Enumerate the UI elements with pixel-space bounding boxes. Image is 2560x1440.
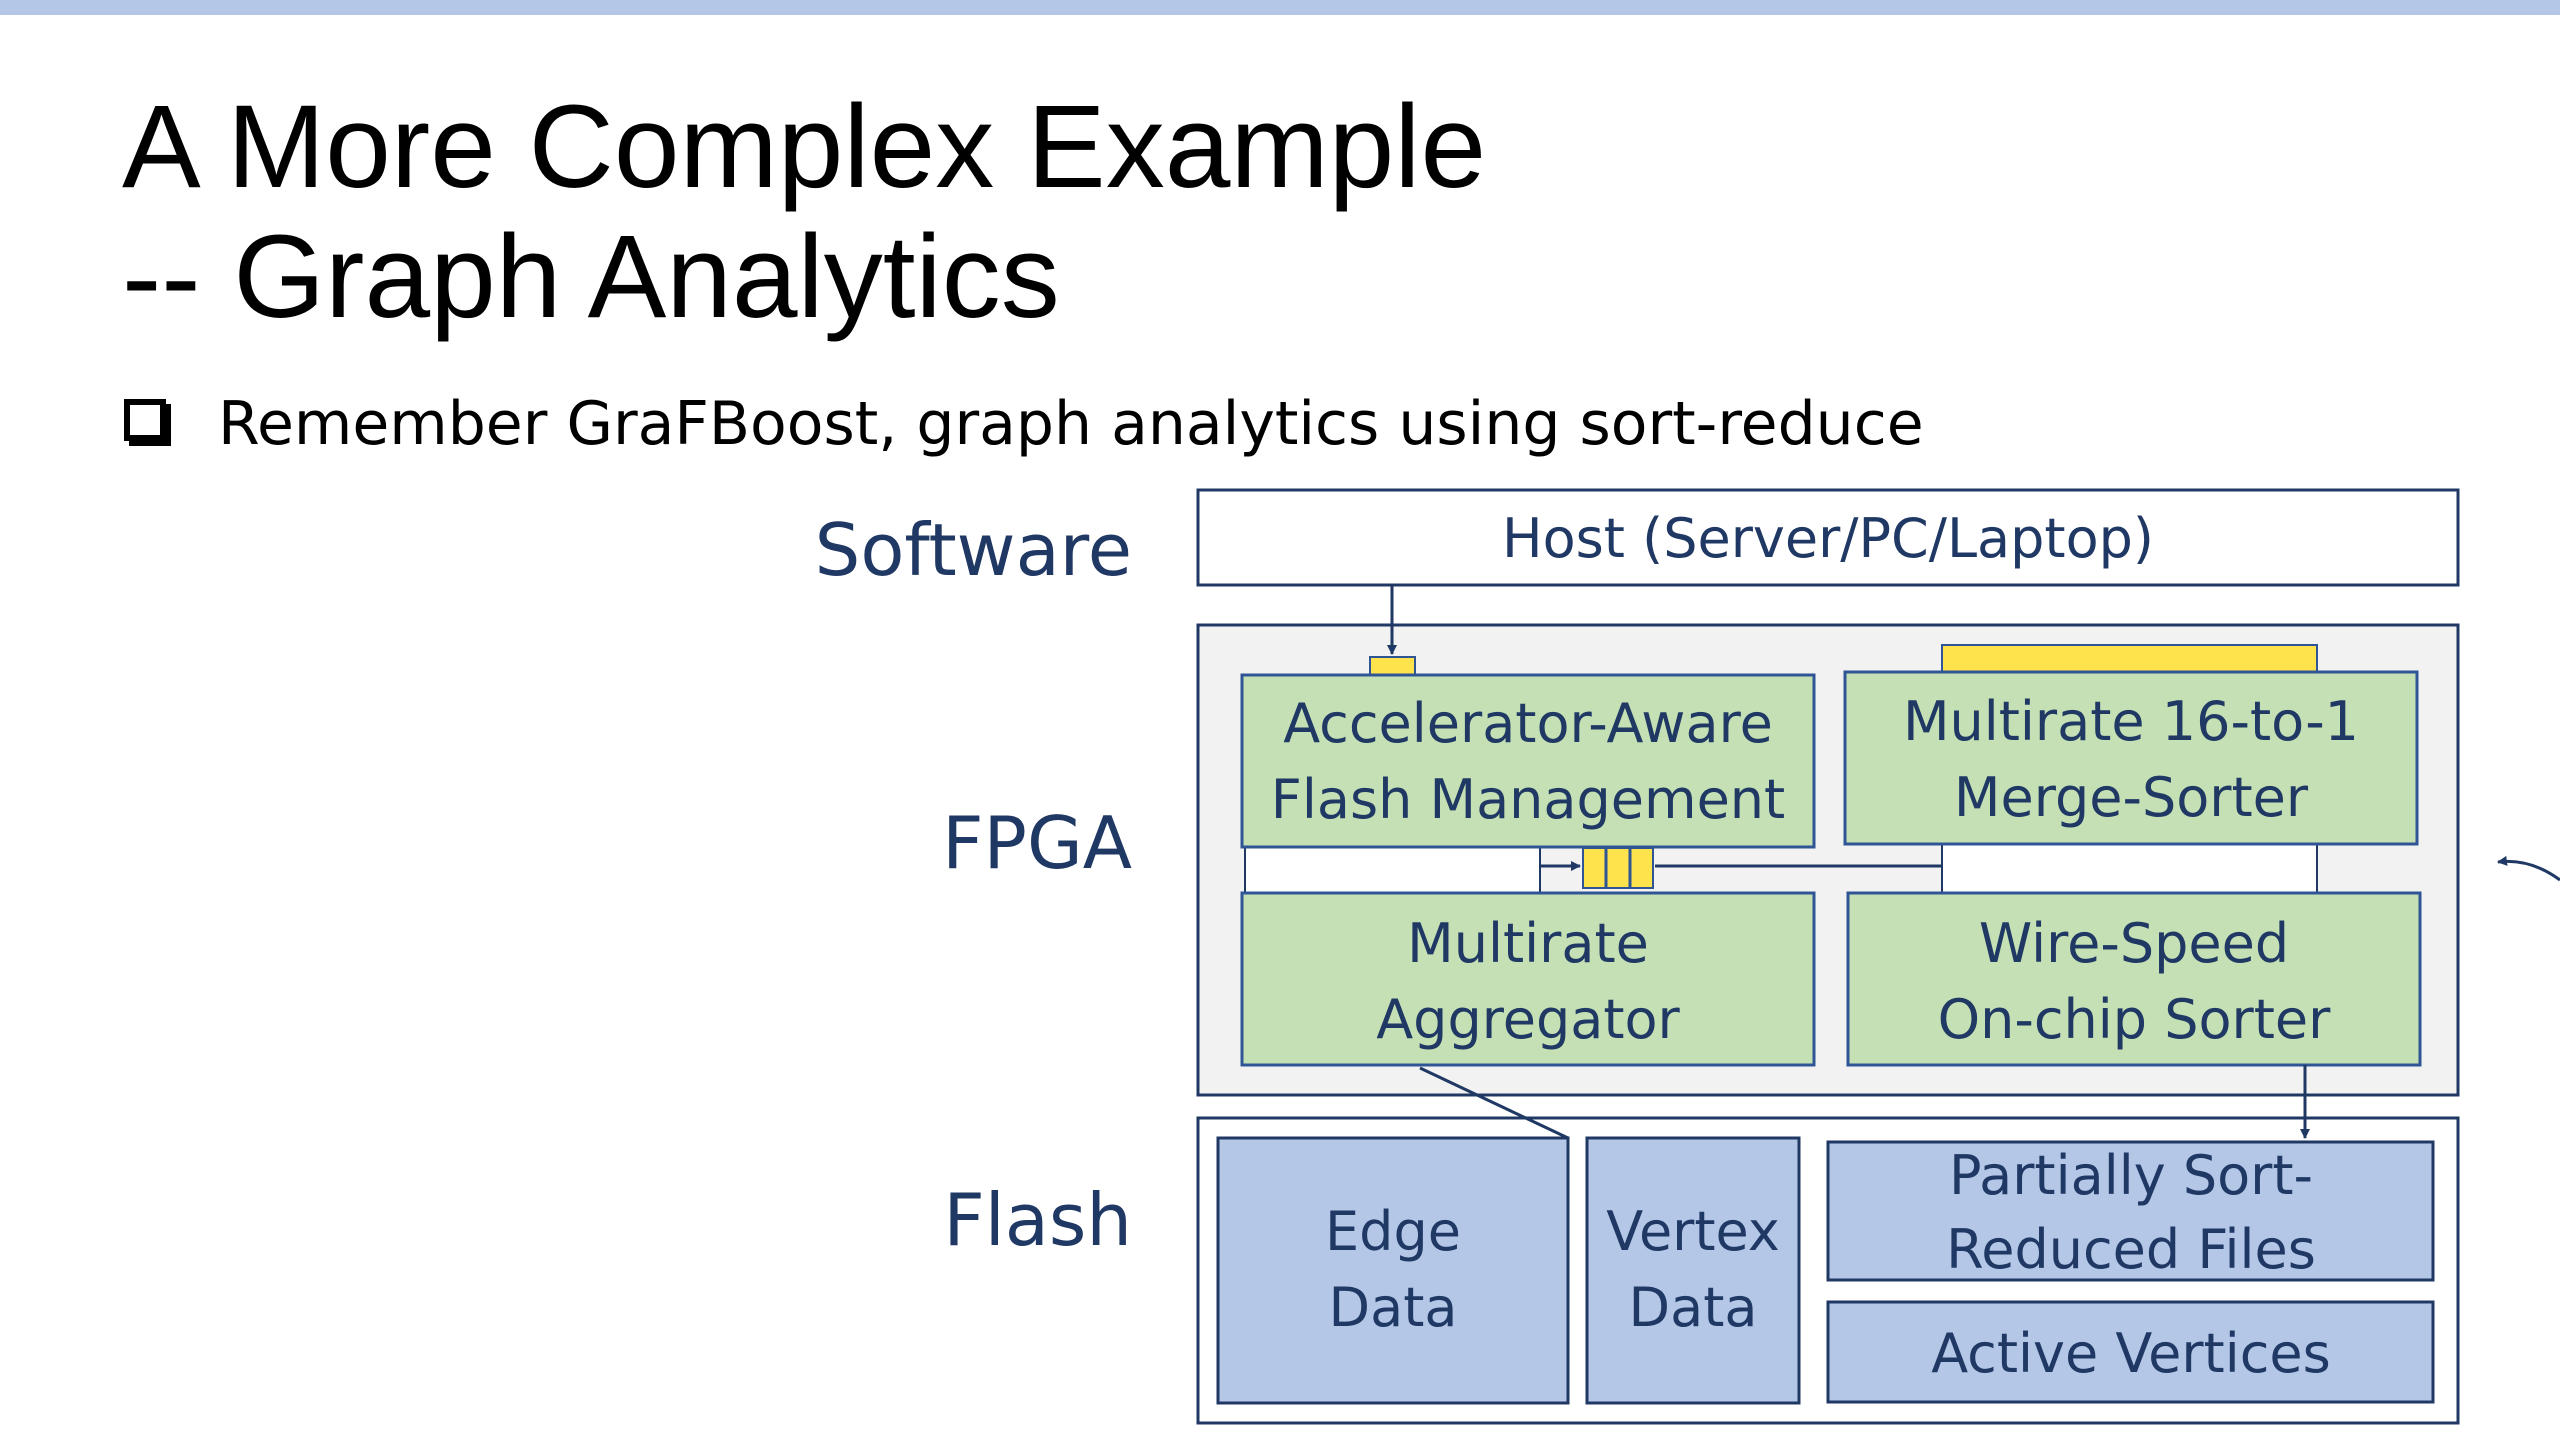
active-vertices-label: Active Vertices: [1931, 1322, 2331, 1385]
onchip-sorter-line-1: Wire-Speed: [1979, 912, 2289, 975]
background-block-left: [1244, 839, 1541, 901]
merge-sorter-line-1: Multirate 16-to-1: [1903, 690, 2359, 753]
checkbox-bullet-icon: [124, 399, 166, 441]
edge-data-line-1: Edge: [1325, 1200, 1461, 1263]
host-label: Host (Server/PC/Laptop): [1502, 507, 2154, 570]
sort-reduced-files-line-1: Partially Sort-: [1949, 1144, 2313, 1207]
aggregator-block: [1240, 891, 1816, 1067]
layer-label-software: Software: [815, 508, 1132, 592]
vertex-data-line-1: Vertex: [1606, 1200, 1780, 1263]
yellow-queue-middle: [1582, 847, 1654, 889]
onchip-sorter-line-2: On-chip Sorter: [1938, 988, 2331, 1051]
onchip-sorter-block: [1846, 891, 2422, 1067]
edge-data-block: [1216, 1136, 1570, 1405]
host-box: [1196, 488, 2460, 587]
vertex-data-block: [1585, 1136, 1801, 1405]
flash-management-block: [1240, 673, 1816, 849]
title-line-1: A More Complex Example: [122, 81, 1487, 213]
slide-title: A More Complex Example -- Graph Analytic…: [122, 82, 1722, 342]
merge-sorter-block: [1843, 670, 2419, 846]
flash-management-line-2: Flash Management: [1271, 768, 1785, 831]
sort-reduced-files-line-2: Reduced Files: [1946, 1218, 2316, 1281]
yellow-buffer-top: [1941, 644, 2318, 676]
title-line-2: -- Graph Analytics: [122, 211, 1060, 343]
connector-aggregator-to-edge: [1419, 1066, 1569, 1140]
layer-label-fpga: FPGA: [942, 801, 1132, 885]
aggregator-line-1: Multirate: [1407, 912, 1649, 975]
bullet-text: Remember GraFBoost, graph analytics usin…: [218, 389, 1924, 459]
layer-label-flash: Flash: [943, 1178, 1132, 1262]
offscreen-arrow-icon: [2497, 855, 2560, 882]
flash-management-line-1: Accelerator-Aware: [1283, 692, 1773, 755]
aggregator-line-2: Aggregator: [1376, 988, 1680, 1051]
merge-sorter-line-2: Merge-Sorter: [1954, 766, 2309, 829]
edge-data-line-2: Data: [1329, 1276, 1458, 1339]
top-accent-bar: [0, 0, 2560, 15]
sort-reduced-files-block: [1826, 1140, 2435, 1282]
vertex-data-line-2: Data: [1629, 1276, 1758, 1339]
active-vertices-block: [1826, 1300, 2435, 1404]
background-block-right: [1941, 839, 2318, 901]
